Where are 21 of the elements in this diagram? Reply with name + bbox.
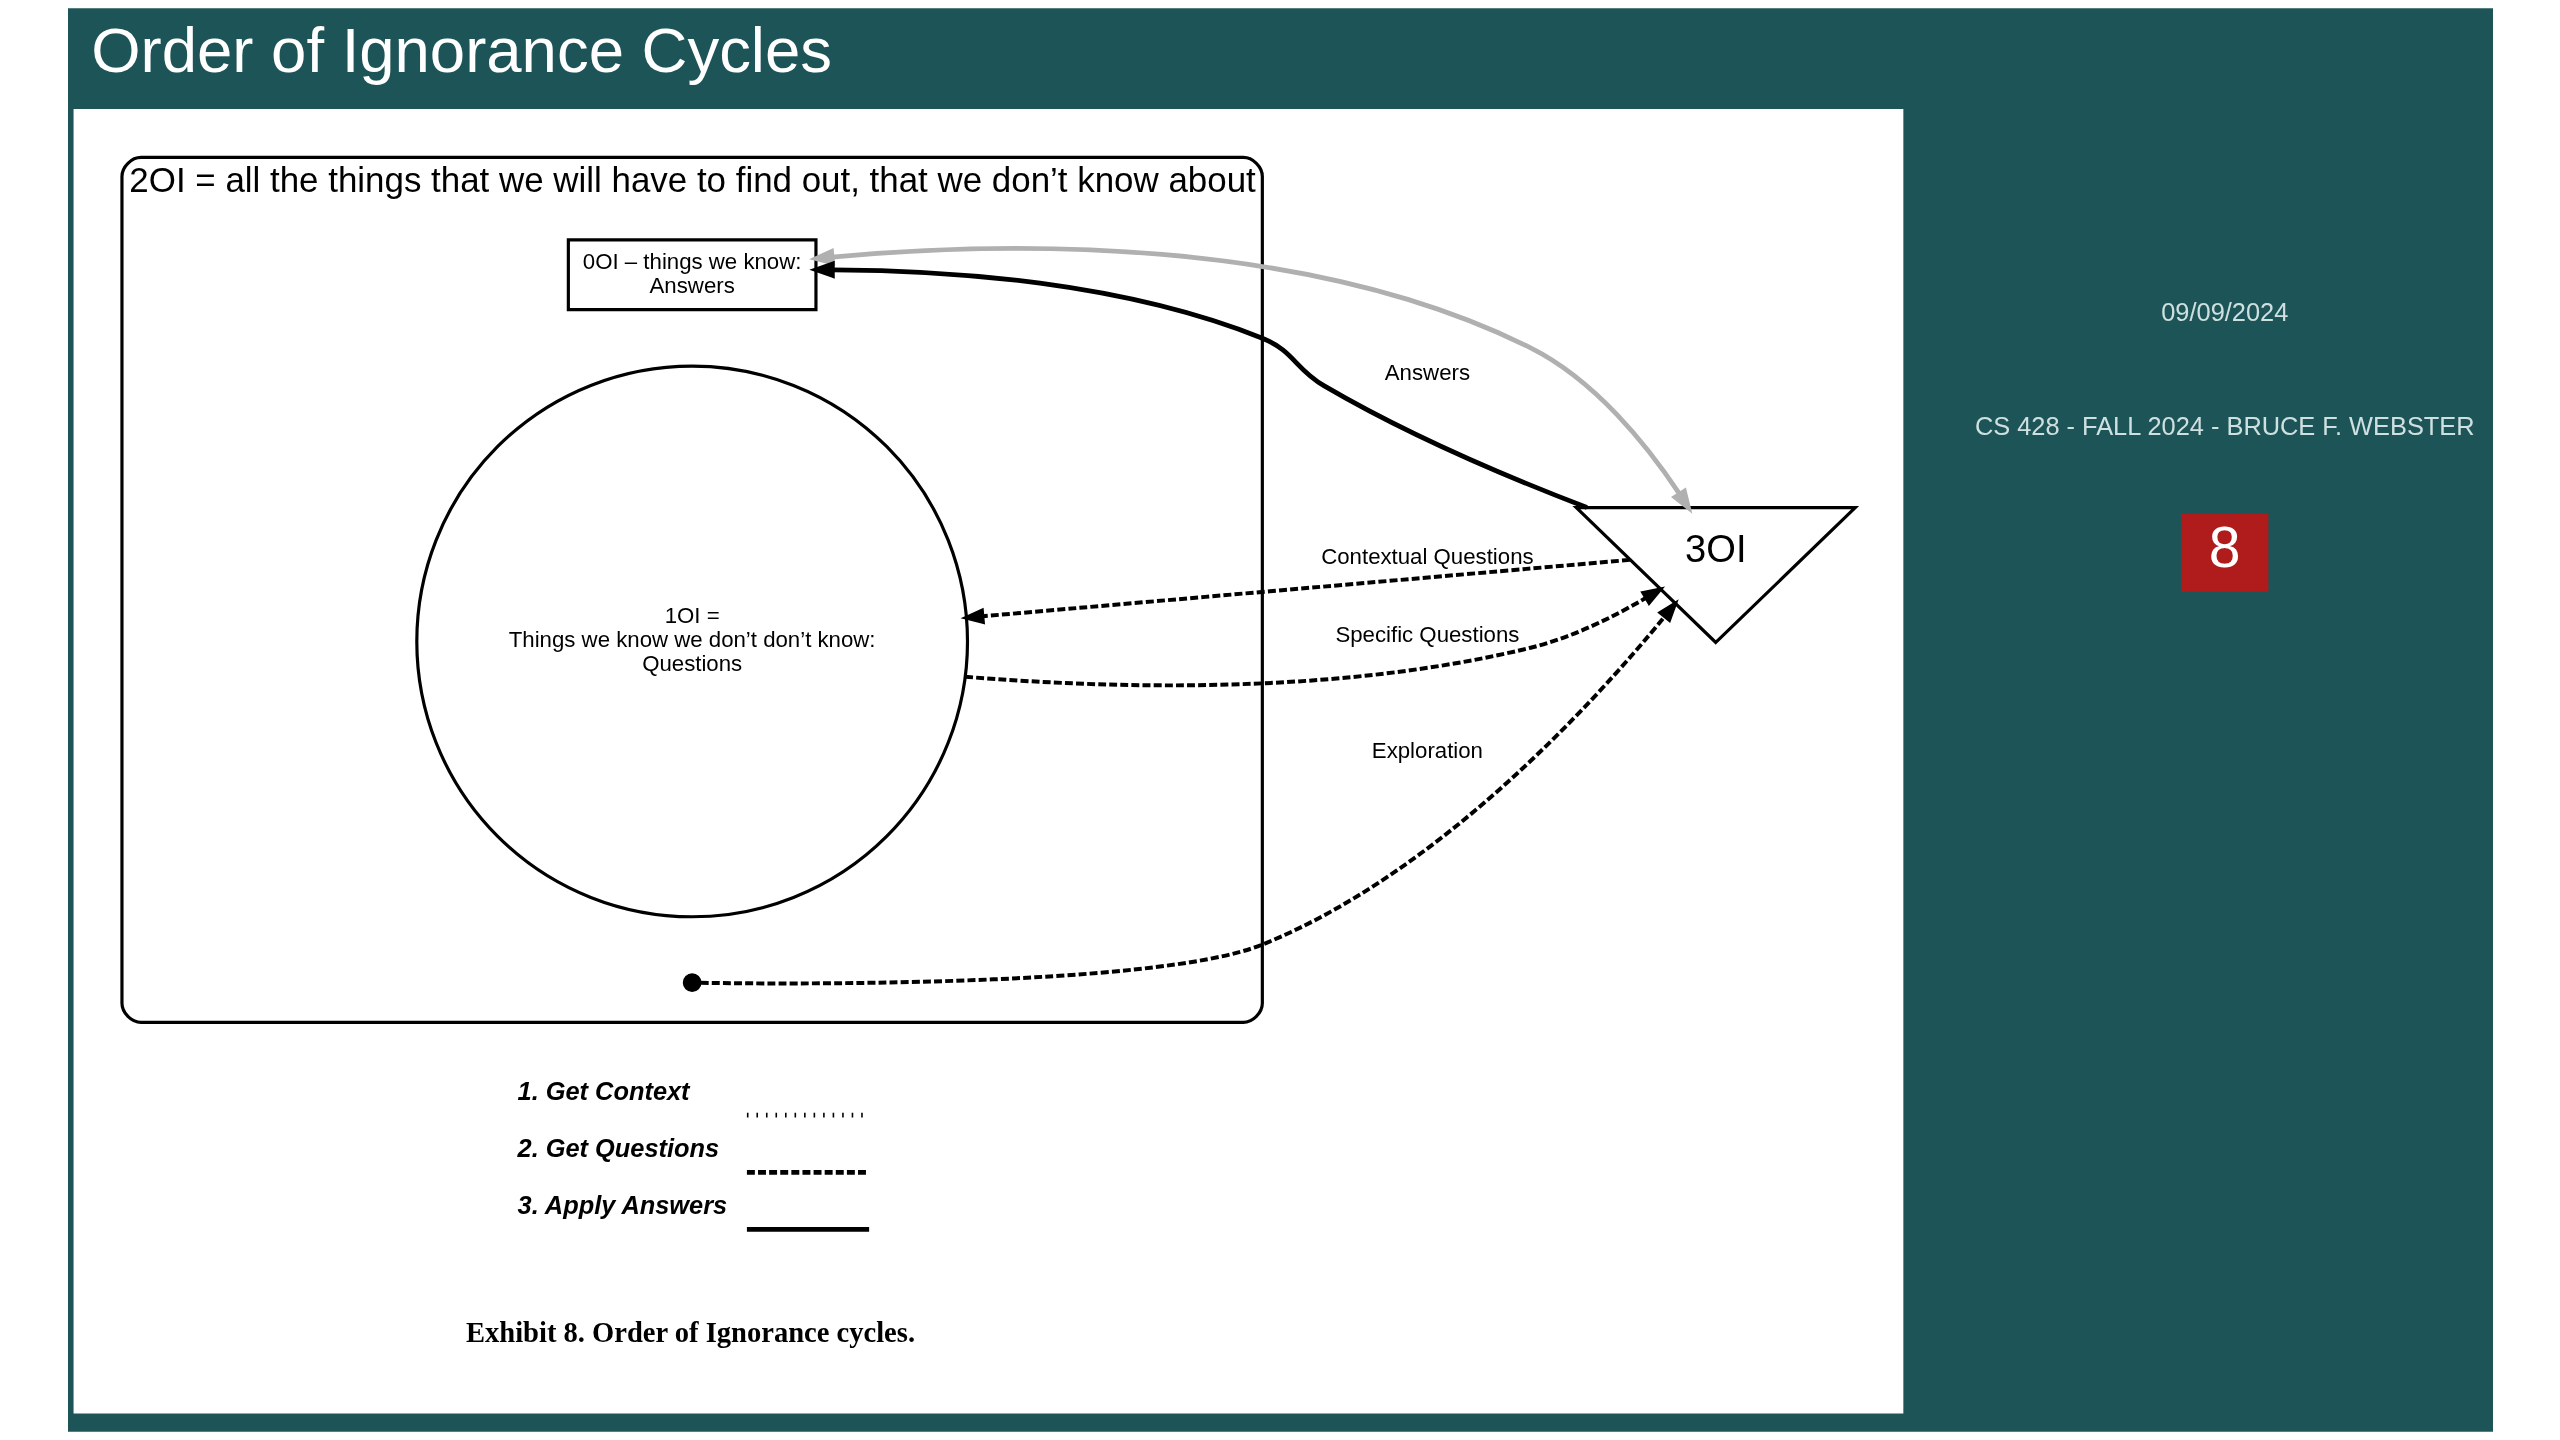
diagram-title: Order of Ignorance Cycles: [90, 14, 832, 85]
edge-label: Contextual Questions: [1320, 543, 1534, 569]
label: 09/09/2024: [2160, 297, 2288, 326]
arrow: [808, 260, 1588, 510]
edge-label: Exploration: [1371, 737, 1483, 763]
arrow: [960, 557, 1630, 625]
caption: Exhibit 8. Order of Ignorance cycles.: [465, 1317, 915, 1349]
cluster: [73, 108, 1903, 1414]
legend-label: 2. Get Questions: [517, 1133, 719, 1162]
legend-label: 3. Apply Answers: [517, 1191, 727, 1220]
node-circle: [682, 973, 701, 993]
edge-label: Answers: [1384, 359, 1470, 385]
arrow: [700, 599, 1679, 986]
node-box: 0OI – things we know: Answers: [566, 238, 818, 312]
node-circle: 1OI = Things we know we don’t don’t know: Questions: [414, 364, 969, 919]
arrow: [964, 586, 1665, 688]
legend-label: 1. Get Context: [517, 1076, 690, 1105]
label: 8: [2208, 514, 2241, 579]
arrow: [808, 246, 1692, 514]
edge-label: Specific Questions: [1334, 621, 1519, 647]
label: CS 428 - FALL 2024 - BRUCE F. WEBSTER: [1974, 411, 2475, 440]
